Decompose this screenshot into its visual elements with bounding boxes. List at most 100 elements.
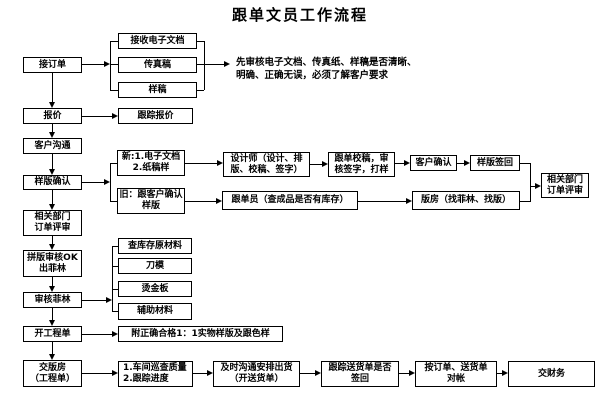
node-open-order: 开工程单 <box>23 326 82 342</box>
node-receive-order: 接订单 <box>23 57 82 73</box>
line-imposition-to-film <box>52 277 53 286</box>
line-film-to-materials <box>82 300 106 301</box>
arrowhead-quote-to-track <box>112 113 118 119</box>
line-docs-to-note <box>204 64 224 65</box>
bracket-merge-right <box>530 163 531 202</box>
review-note: 先审核电子文档、传真纸、样稿是否清晰、 明确、正确无误，必须了解客户要求 <box>236 57 417 81</box>
line-confirm-to-signback <box>457 163 464 164</box>
arrowhead-imposition-to-film <box>49 286 55 292</box>
node-sample-signback: 样版签回 <box>470 155 520 171</box>
node-quote: 报价 <box>23 108 82 124</box>
arrowhead-order-to-docs <box>104 61 110 67</box>
node-aux-material: 辅助材料 <box>118 303 192 320</box>
line-dept-to-imposition <box>52 236 53 244</box>
arrowhead-plateroom-to-workshop <box>112 370 118 376</box>
node-merchandiser-check: 跟单员（查成品是否有库存） <box>222 191 358 210</box>
node-attach-sample: 附正确合格1：1实物样版及跟色样 <box>118 326 283 342</box>
line-order-to-quote <box>52 73 53 102</box>
line-merchandiser-to-platefind <box>358 201 406 202</box>
stub-platefind-right <box>520 201 530 202</box>
arrowhead-old-to-merchandiser <box>216 198 222 204</box>
line-shipment-to-trackdelivery <box>300 373 315 374</box>
node-old-branch: 旧：跟客户确认 样版 <box>117 188 185 214</box>
stub-sample-right <box>197 90 204 91</box>
stub-new <box>110 163 117 164</box>
stub-edoc <box>110 41 118 42</box>
node-dept-review-left: 相关部门 订单评审 <box>23 210 82 236</box>
bracket-docs-right <box>204 41 205 90</box>
bracket-materials <box>112 246 113 312</box>
node-plate-room-find: 版房（找菲林、找版） <box>412 191 520 210</box>
line-merge-to-dept <box>530 186 535 187</box>
node-imposition-ok: 拼版审核OK 出菲林 <box>23 250 82 277</box>
node-stamping-plate: 烫金板 <box>118 281 192 297</box>
arrowhead-reconcile-to-finance <box>502 370 508 376</box>
node-review-film: 审核菲林 <box>23 292 82 308</box>
line-quote-to-comm <box>52 124 53 132</box>
bracket-docs-left <box>110 41 111 90</box>
line-order-to-attach <box>82 334 112 335</box>
arrowhead-new-to-designer <box>217 160 223 166</box>
node-track-delivery: 跟踪送货单是否 签回 <box>321 361 399 387</box>
arrowhead-order-to-plateroom <box>49 354 55 360</box>
node-track-quote: 跟踪报价 <box>118 108 193 124</box>
stub-die-mold <box>112 266 118 267</box>
arrowhead-proof-to-confirm <box>404 160 410 166</box>
node-to-finance: 交财务 <box>508 361 595 387</box>
stub-stamping-plate <box>112 289 118 290</box>
arrowhead-dept-to-imposition <box>49 244 55 250</box>
line-designer-to-proof <box>310 164 322 165</box>
page-title: 跟单文员工作流程 <box>231 6 368 24</box>
node-designer: 设计师（设计、排 版、校稿、签字） <box>223 152 310 177</box>
line-order-to-docs <box>82 64 104 65</box>
node-proof-check: 跟单校稿，审 核签字，打样 <box>328 152 395 177</box>
arrowhead-shipment-to-trackdelivery <box>315 370 321 376</box>
line-sample-to-dept <box>52 190 53 204</box>
node-customer-comm: 客户沟通 <box>23 138 82 154</box>
arrowhead-film-to-order <box>49 320 55 326</box>
line-reconcile-to-finance <box>497 373 502 374</box>
arrowhead-sample-to-branch <box>104 179 110 185</box>
node-customer-confirm: 客户确认 <box>410 155 457 171</box>
arrowhead-order-to-quote <box>49 102 55 108</box>
node-new-branch: 新:1.电子文档 2.纸稿样 <box>117 150 185 176</box>
line-quote-to-track <box>82 116 112 117</box>
line-proof-to-confirm <box>395 163 404 164</box>
arrowhead-trackdelivery-to-reconcile <box>409 370 415 376</box>
stub-fax <box>110 64 118 65</box>
line-film-to-order <box>52 308 53 320</box>
node-deliver-plate-room: 交版房 （工程单） <box>23 360 82 387</box>
node-die-mold: 刀模 <box>118 258 192 274</box>
line-sample-to-branch <box>82 182 104 183</box>
line-comm-to-sample <box>52 154 53 169</box>
arrowhead-merchandiser-to-platefind <box>406 198 412 204</box>
arrowhead-film-to-materials <box>106 297 112 303</box>
arrowhead-quote-to-comm <box>49 132 55 138</box>
bracket-branch <box>110 163 111 201</box>
stub-old <box>110 201 117 202</box>
stub-signback-right <box>520 163 530 164</box>
stub-edoc-right <box>197 41 204 42</box>
line-order-to-plateroom <box>52 342 53 354</box>
arrowhead-designer-to-proof <box>322 161 328 167</box>
line-workshop-to-shipment <box>193 373 207 374</box>
arrowhead-workshop-to-shipment <box>207 370 213 376</box>
line-old-to-merchandiser <box>185 201 216 202</box>
node-check-stock: 查库存原材料 <box>118 238 192 254</box>
stub-fax-right <box>197 64 204 65</box>
arrowhead-merge-to-dept <box>535 183 541 189</box>
arrowhead-sample-to-dept <box>49 204 55 210</box>
node-workshop-check: 1.车间巡查质量 2.跟踪进度 <box>118 361 193 387</box>
node-receive-edoc: 接收电子文档 <box>118 33 197 49</box>
node-dept-review-right: 相关部门 订单评审 <box>541 173 589 198</box>
line-trackdelivery-to-reconcile <box>399 373 409 374</box>
arrowhead-comm-to-sample <box>49 169 55 175</box>
node-sample-confirm: 样版确认 <box>23 175 82 190</box>
line-new-to-designer <box>185 163 217 164</box>
stub-sample <box>110 90 118 91</box>
node-reconcile: 按订单、送货单 对帐 <box>415 361 497 387</box>
node-fax-draft: 传真稿 <box>118 57 197 73</box>
stub-check-stock <box>112 246 118 247</box>
stub-aux-material <box>112 311 118 312</box>
